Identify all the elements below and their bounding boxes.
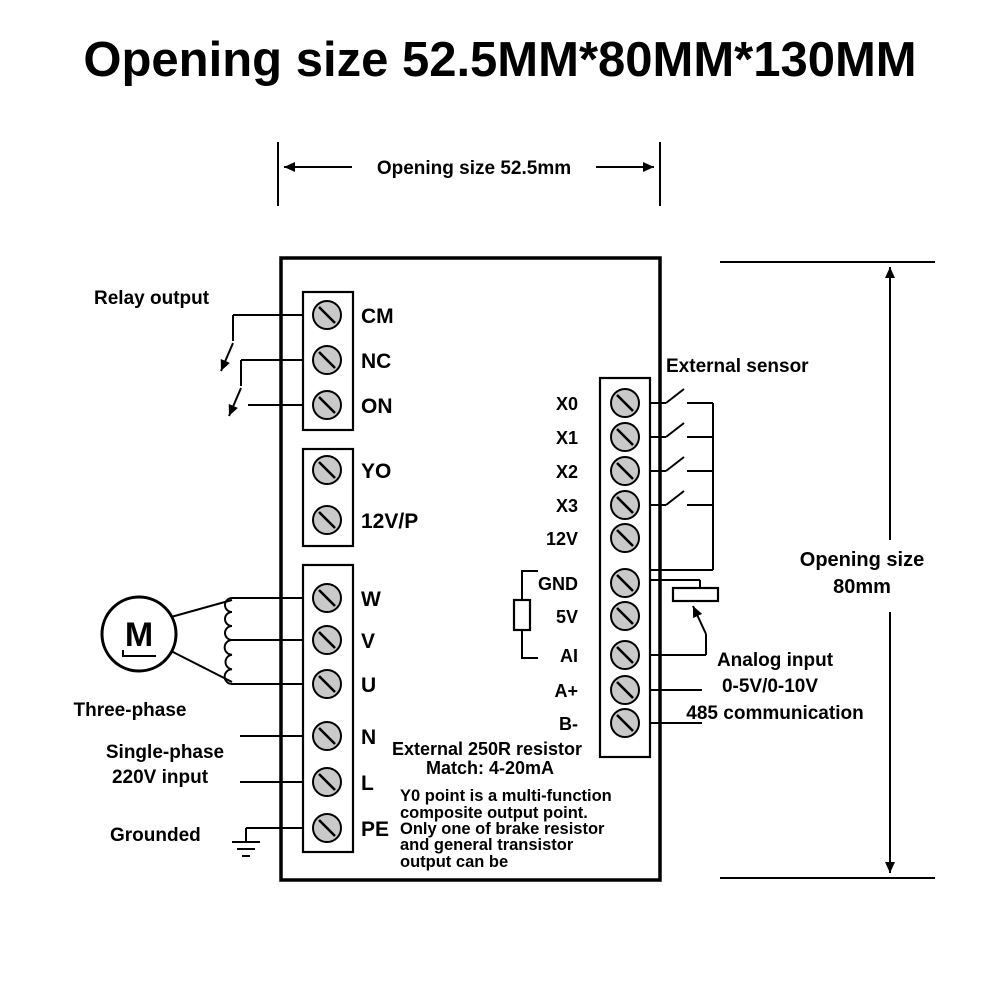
terminal-label-bminus: B- [559, 714, 578, 734]
terminal-label-x3: X3 [556, 496, 578, 516]
output-terminal-block: YO 12V/P [301, 447, 418, 548]
screw-terminal-icon [311, 766, 343, 798]
screw-terminal-icon [609, 674, 641, 706]
switch-icon [665, 490, 685, 506]
terminal-label-v: V [361, 630, 375, 653]
motor-wiring [170, 597, 303, 685]
screw-terminal-icon [311, 720, 343, 752]
right-height-dimension: Opening size 80mm [720, 261, 935, 879]
top-width-dimension: Opening size 52.5mm [277, 142, 661, 206]
top-width-label: Opening size 52.5mm [377, 158, 571, 179]
switch-icon [665, 388, 685, 404]
screw-terminal-icon [609, 707, 641, 739]
screw-terminal-icon [311, 624, 343, 656]
screw-terminal-icon [609, 455, 641, 487]
motor-circle-icon [100, 595, 178, 673]
motor-letter: M [125, 616, 153, 654]
screw-terminal-icon [609, 567, 641, 599]
screw-terminal-icon [609, 387, 641, 419]
terminal-label-yo: YO [361, 460, 391, 483]
terminal-label-ai: AI [560, 646, 578, 666]
y0-note-line-5: output can be [400, 853, 508, 871]
terminal-label-12vp: 12V/P [361, 510, 418, 533]
terminal-label-u: U [361, 674, 376, 697]
grounded-label: Grounded [110, 825, 201, 846]
switch-icon [665, 422, 685, 438]
terminal-label-5v: 5V [556, 607, 578, 627]
winding-coil-icon [223, 639, 233, 685]
terminal-label-x2: X2 [556, 462, 578, 482]
resistor-icon [512, 598, 532, 632]
resistor-note: External 250R resistor Match: 4-20mA [392, 739, 582, 778]
sensor-wiring [650, 388, 714, 581]
potentiometer-body-icon [671, 586, 720, 603]
switch-icon [665, 456, 685, 472]
relay-terminal-block: CM NC ON [301, 290, 394, 432]
screw-terminal-icon [609, 639, 641, 671]
terminal-label-cm: CM [361, 305, 394, 328]
screw-terminal-icon [311, 344, 343, 376]
three-phase-label: Three-phase [74, 700, 187, 721]
screw-terminal-icon [311, 582, 343, 614]
screw-terminal-icon [609, 522, 641, 554]
potentiometer [650, 580, 720, 656]
motor: M [100, 595, 178, 673]
winding-coil-icon [224, 597, 233, 641]
y0-note-line-3: Only one of brake resistor [400, 820, 605, 838]
terminal-label-gnd: GND [538, 574, 578, 594]
y0-note-line-1: Y0 point is a multi-function [400, 787, 612, 805]
screw-terminal-icon [609, 489, 641, 521]
right-height-label-2: 80mm [833, 576, 891, 598]
external-resistor [512, 570, 538, 659]
screw-terminal-icon [311, 504, 343, 536]
terminal-label-x1: X1 [556, 428, 578, 448]
analog-input-label: Analog input [717, 650, 834, 671]
io-terminal-block: X0 X1 X2 X3 12V GND 5V AI A+ B- [538, 376, 652, 759]
screw-terminal-icon [311, 812, 343, 844]
analog-range-label: 0-5V/0-10V [722, 676, 818, 697]
single-phase-wiring [240, 735, 303, 783]
screw-terminal-icon [311, 668, 343, 700]
screw-terminal-icon [609, 421, 641, 453]
y0-note-line-2: composite output point. [400, 804, 588, 822]
relay-output-wiring [220, 314, 303, 417]
single-phase-label-2: 220V input [112, 767, 209, 788]
relay-output-label: Relay output [94, 288, 210, 309]
terminal-label-12v: 12V [546, 529, 578, 549]
y0-note: Y0 point is a multi-function composite o… [400, 787, 612, 871]
right-height-label-1: Opening size [800, 549, 924, 571]
page-title: Opening size 52.5MM*80MM*130MM [83, 33, 916, 87]
wiper-arrow-icon [692, 605, 707, 635]
terminal-label-nc: NC [361, 350, 391, 373]
screw-terminal-icon [311, 389, 343, 421]
terminal-label-w: W [361, 588, 381, 611]
screw-terminal-icon [609, 600, 641, 632]
screw-terminal-icon [311, 299, 343, 331]
terminal-label-l: L [361, 772, 374, 795]
ground-symbol [232, 827, 303, 857]
single-phase-label-1: Single-phase [106, 742, 224, 763]
comm-label: 485 communication [686, 703, 863, 724]
terminal-label-aplus: A+ [554, 681, 578, 701]
resistor-note-line-1: External 250R resistor [392, 739, 582, 759]
comm-wiring [650, 689, 702, 724]
power-terminal-block: W V U N L PE [301, 563, 389, 854]
y0-note-line-4: and general transistor [400, 836, 574, 854]
terminal-label-x0: X0 [556, 394, 578, 414]
external-sensor-label: External sensor [666, 356, 809, 377]
terminal-label-on: ON [361, 395, 393, 418]
resistor-note-line-2: Match: 4-20mA [426, 758, 554, 778]
terminal-label-pe: PE [361, 818, 389, 841]
screw-terminal-icon [311, 454, 343, 486]
terminal-label-n: N [361, 726, 376, 749]
